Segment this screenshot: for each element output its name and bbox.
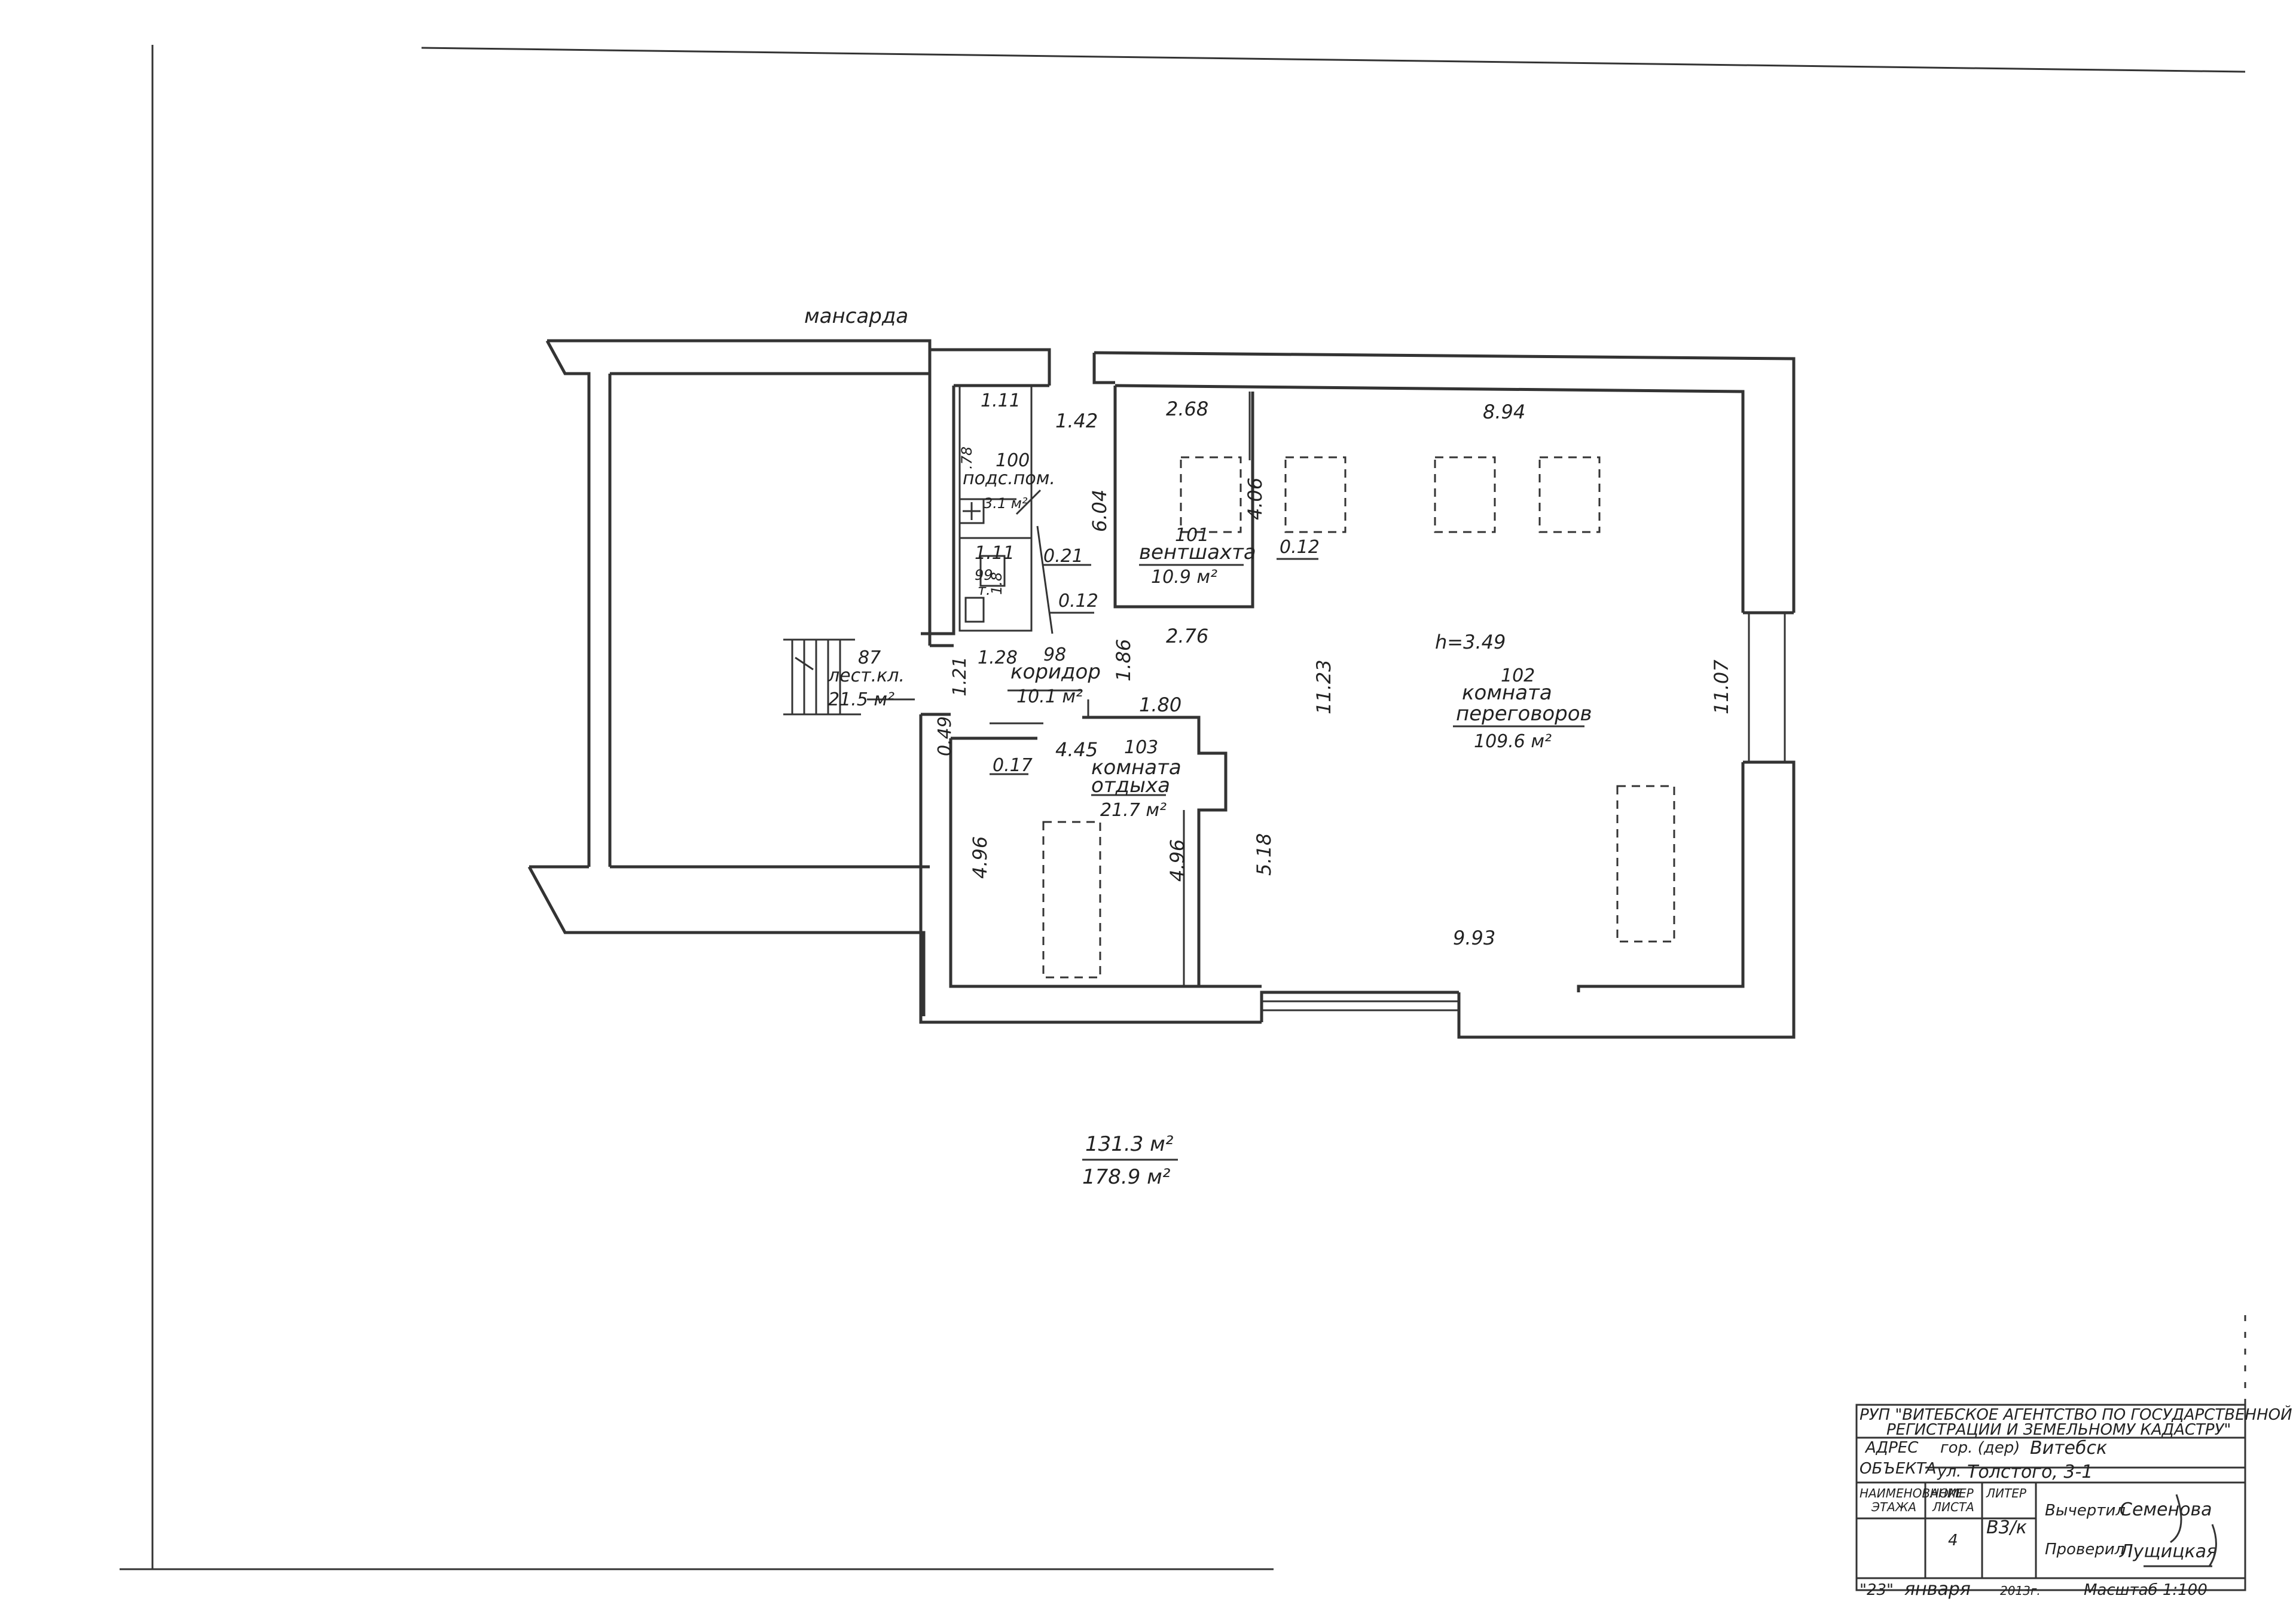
ceiling-height: h=3.49: [1435, 631, 1506, 653]
mansard-label: мансарда: [804, 304, 908, 328]
drawn-name: Семенова: [2120, 1499, 2212, 1520]
dim-0-78: .78: [958, 447, 975, 469]
sheet-label-1: НОМЕР: [1930, 1486, 1974, 1500]
room-98-number: 98: [1043, 644, 1066, 665]
checked-name: Лущицкая: [2119, 1541, 2217, 1562]
address-label-1: АДРЕС: [1864, 1439, 1919, 1457]
dim-2-68: 2.68: [1166, 398, 1208, 420]
liter-label: ЛИТЕР: [1986, 1486, 2027, 1500]
room-87-area: 21.5 м²: [828, 689, 894, 710]
dim-4-45: 4.45: [1055, 738, 1098, 761]
dim-0-21: 0.21: [1043, 546, 1083, 567]
date-year: 2013г.: [2000, 1584, 2041, 1598]
dim-1-21: 1.21: [949, 656, 970, 696]
sheet-label-2: ЛИСТА: [1932, 1500, 1974, 1514]
room-99-area: 1.8: [988, 572, 1005, 595]
dim-5-18: 5.18: [1253, 833, 1275, 876]
street-value: Толстого, 3-1: [1967, 1462, 2093, 1483]
room-98-area: 10.1 м²: [1016, 686, 1083, 707]
room-99-name: т.: [978, 582, 991, 598]
total-area: 178.9 м²: [1082, 1165, 1171, 1189]
stair: [783, 638, 861, 716]
room-101-area: 10.9 м²: [1151, 567, 1217, 588]
city-value: Витебск: [2030, 1438, 2107, 1459]
room-87-number: 87: [858, 647, 881, 668]
dim-1-86: 1.86: [1112, 639, 1135, 681]
dim-0-17: 0.17: [993, 755, 1033, 776]
address-label-2: ОБЪЕКТА: [1860, 1460, 1937, 1478]
total-living-area: 131.3 м²: [1085, 1132, 1174, 1156]
dashed-fixtures: [1042, 456, 1675, 979]
dim-4-06: 4.06: [1244, 478, 1266, 520]
dim-0-49: 0.49: [935, 716, 955, 756]
room-102-number: 102: [1501, 665, 1535, 686]
room-100-number: 100: [996, 450, 1030, 471]
scale: Масштаб 1:100: [2084, 1581, 2208, 1599]
org-line-2: РЕГИСТРАЦИИ И ЗЕМЕЛЬНОМУ КАДАСТРУ": [1886, 1421, 2231, 1439]
room-98-name: коридор: [1010, 660, 1101, 684]
drawn-label: Вычертил: [2045, 1502, 2126, 1520]
room-100-name: подс.пом.: [963, 468, 1055, 489]
room-102-name-1: комната: [1462, 681, 1552, 705]
room-99-number: 99: [975, 567, 993, 583]
room-102-name-2: переговоров: [1456, 702, 1592, 726]
floor-name-label-1: НАИМЕНОВАНИЕ: [1860, 1486, 1964, 1500]
liter-value: В3/к: [1986, 1517, 2027, 1538]
dim-0-12-b: 0.12: [1280, 537, 1320, 558]
sheet-border: [120, 45, 2246, 1570]
city-prefix: гор. (дер): [1940, 1439, 2020, 1457]
inner-partitions: [958, 384, 1054, 725]
dim-0-12-a: 0.12: [1058, 591, 1098, 612]
dim-2-76: 2.76: [1166, 625, 1208, 647]
dim-1-42: 1.42: [1055, 409, 1098, 432]
org-line-1: РУП "ВИТЕБСКОЕ АГЕНТСТВО ПО ГОСУДАРСТВЕН…: [1860, 1405, 2292, 1424]
room-103-number: 103: [1124, 737, 1158, 758]
dim-11-07: 11.07: [1710, 659, 1733, 714]
date-day: "23": [1860, 1581, 1894, 1599]
outer-walls: [527, 339, 1796, 1039]
checked-label: Проверил: [2045, 1541, 2124, 1558]
dim-4-96-left: 4.96: [969, 836, 991, 879]
dim-1-11-wc: 1.11: [975, 543, 1015, 564]
room-103-name-1: комната: [1091, 756, 1181, 780]
room-103-area: 21.7 м²: [1100, 800, 1167, 821]
dim-1-80: 1.80: [1139, 693, 1181, 716]
dim-4-96-right: 4.96: [1166, 839, 1189, 882]
room-102-area: 109.6 м²: [1474, 731, 1552, 752]
sheet-number: 4: [1948, 1532, 1958, 1549]
room-101-number: 101: [1175, 525, 1209, 546]
room-87-name: лест.кл.: [828, 665, 905, 686]
title-block: РУП "ВИТЕБСКОЕ АГЕНТСТВО ПО ГОСУДАРСТВЕН…: [1855, 1404, 2292, 1600]
dim-6-04: 6.04: [1088, 490, 1111, 532]
dim-11-23: 11.23: [1312, 659, 1335, 714]
dim-9-93: 9.93: [1453, 927, 1495, 949]
street-prefix: ул.: [1937, 1463, 1961, 1481]
room-101-name: вентшахта: [1139, 540, 1256, 564]
date-month: января: [1904, 1579, 1971, 1600]
dimension-leaders: [867, 498, 1584, 1161]
floor-name-label-2: ЭТАЖА: [1871, 1500, 1916, 1514]
dim-1-28: 1.28: [978, 647, 1018, 668]
room-103-name-2: отдыха: [1091, 774, 1170, 797]
room-100-area: 3.1 м²: [984, 495, 1028, 512]
dim-8-94: 8.94: [1483, 401, 1525, 423]
dim-1-11-top: 1.11: [981, 390, 1021, 411]
